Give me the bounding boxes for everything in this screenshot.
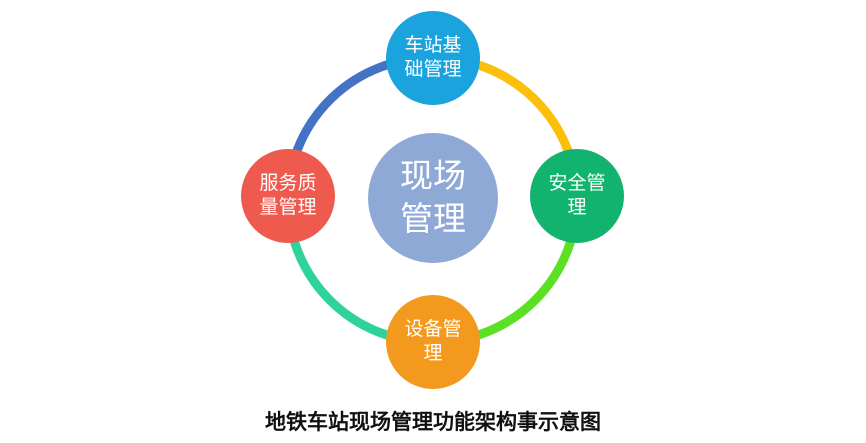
node-bottom-circle (386, 295, 480, 389)
node-top-circle (386, 11, 480, 105)
center-circle (368, 133, 498, 263)
node-right-circle (530, 149, 624, 243)
node-left-circle (241, 149, 335, 243)
diagram-caption: 地铁车站现场管理功能架构事示意图 (265, 410, 601, 434)
